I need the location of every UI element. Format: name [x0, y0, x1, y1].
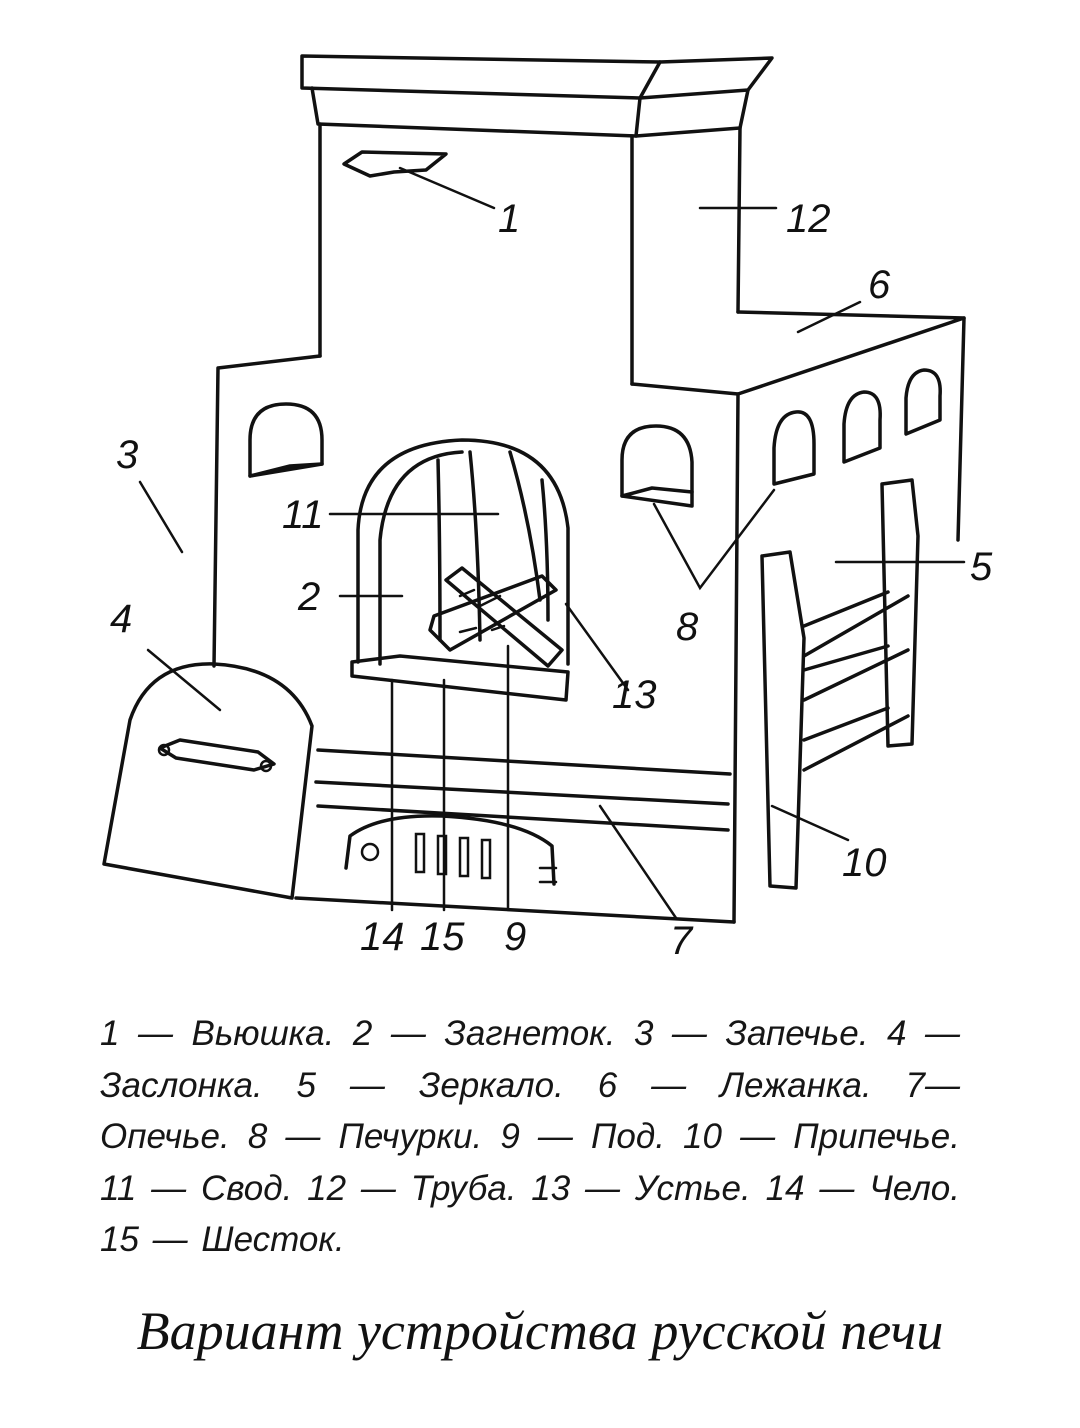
label-15: 15 [420, 915, 465, 959]
russian-stove-diagram: 1 12 6 3 11 5 2 4 8 13 10 14 15 9 7 [102, 54, 993, 963]
hearth-shestok [350, 654, 570, 702]
chimney-pipe [318, 122, 742, 386]
label-6: 6 [868, 263, 891, 307]
chimney-cap [300, 54, 774, 138]
diagram-caption: Вариант устройства русской печи [136, 1301, 944, 1361]
label-1: 1 [498, 197, 520, 241]
oven-mouth [356, 438, 570, 666]
legend-text: 1 — Вьюшка. 2 — Загнеток. 3 — Запечье. 4… [100, 1014, 960, 1259]
under-oven-vent [344, 814, 558, 886]
label-2: 2 [297, 575, 320, 619]
label-7: 7 [670, 919, 694, 963]
label-12: 12 [786, 197, 831, 241]
damper-vyushka [342, 150, 448, 178]
label-5: 5 [970, 545, 993, 589]
firewood-logs [428, 566, 564, 668]
label-11: 11 [282, 493, 324, 537]
leader-lines [138, 166, 966, 920]
label-14: 14 [360, 915, 405, 959]
label-10: 10 [842, 841, 887, 885]
niches-pechurki [248, 368, 942, 508]
stove-body [212, 310, 966, 924]
label-3: 3 [116, 433, 138, 477]
shutter-zaslonka [102, 662, 314, 900]
label-13: 13 [612, 673, 657, 717]
label-8: 8 [676, 605, 699, 649]
label-9: 9 [504, 915, 526, 959]
label-4: 4 [110, 597, 132, 641]
side-shelves [760, 478, 920, 890]
